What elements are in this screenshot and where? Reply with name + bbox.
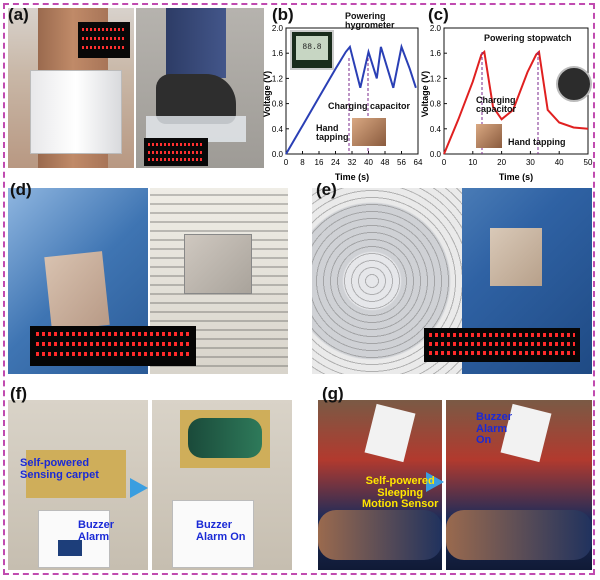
chartB-xtick-label: 48: [381, 158, 390, 167]
chartC-xtick-label: 20: [497, 158, 506, 167]
plastic-sensor: [146, 116, 246, 142]
panel-e-photo: [312, 188, 592, 374]
panel-label-e: (e): [316, 180, 337, 199]
hand-tapping-photo-c: [476, 124, 502, 148]
chart-c-tapping-label: Hand tapping: [508, 137, 566, 147]
led-array-d: [30, 326, 196, 366]
chartB-xtick-label: 0: [284, 158, 289, 167]
panel-label-g: (g): [322, 384, 344, 403]
sensor-board: [364, 403, 416, 463]
sleeping-person: [318, 510, 442, 560]
sensor-on-back: [44, 251, 110, 331]
chart-c-ylabel: Voltage (V): [420, 71, 430, 117]
panel-g-photo-left: [318, 400, 442, 570]
chartB-ytick-label: 2.0: [272, 24, 284, 33]
floor-mat: [26, 450, 126, 498]
chartC-ytick-label: 0.4: [430, 125, 442, 134]
led-array-e: [424, 328, 580, 362]
chartB-ytick-label: 1.6: [272, 49, 284, 58]
led-array-inset: [78, 22, 130, 58]
wrapped-sensor: [30, 70, 122, 154]
sensor-on-paper: [184, 234, 252, 294]
chart-b-xlabel: Time (s): [335, 172, 369, 182]
boot: [156, 74, 236, 124]
annotation-buzzer-alarm: Buzzer Alarm: [78, 519, 115, 543]
chartC-xtick-label: 0: [442, 158, 447, 167]
chartB-xtick-label: 32: [348, 158, 357, 167]
panel-label-a: (a): [8, 5, 29, 24]
chart-c-voltage-line: [443, 49, 589, 155]
chartB-xtick-label: 16: [315, 158, 324, 167]
chart-b-powering-label: Powering hygrometer: [345, 11, 395, 31]
chart-c-powering-label: Powering stopwatch: [484, 33, 572, 43]
circuit-board: [172, 500, 254, 568]
jeans-leg: [166, 8, 226, 78]
buzzer-module: [58, 540, 82, 556]
chartC-ytick-label: 0.8: [430, 100, 442, 109]
chart-b-voltage-line: [285, 43, 417, 155]
chartB-xtick-label: 8: [300, 158, 305, 167]
chartC-ytick-label: 1.2: [430, 74, 442, 83]
panel-f-photo-left: [8, 400, 148, 570]
panel-a-photo-shoe: [136, 8, 264, 168]
chart-b: 0 8 16 24 32 40 48 56 64 0.0 0.4 0.8 1.2 1.6 2.0 Volta…: [262, 24, 423, 182]
sneakers: [188, 418, 262, 458]
chartB-xtick-label: 24: [331, 158, 340, 167]
hand-tapping-photo-b: [352, 118, 386, 146]
chartC-xtick-label: 50: [584, 158, 593, 167]
chartB-xtick-label: 56: [397, 158, 406, 167]
chartC-xtick-label: 30: [526, 158, 535, 167]
chartC-xtick-label: 40: [555, 158, 564, 167]
led-array-inset: [144, 138, 208, 166]
chartC-ytick-label: 1.6: [430, 49, 442, 58]
chart-b-tapping-label: Hand tapping: [316, 123, 349, 143]
annotation-g-buzzer-alarm-on: Buzzer Alarm On: [476, 411, 513, 447]
panel-f-photo-right: [152, 400, 292, 570]
figure-frame: [3, 3, 595, 575]
chart-b-ylabel: Voltage (V): [262, 71, 272, 117]
arrow-right-icon-f: [130, 478, 148, 498]
panel-label-d: (d): [10, 180, 32, 199]
chartB-ytick-label: 0.4: [272, 125, 284, 134]
circuit-board: [38, 510, 110, 568]
annotation-sensing-carpet: Self-powered Sensing carpet: [20, 457, 99, 481]
panel-g-photo-right: [446, 400, 592, 570]
panel-label-c: (c): [428, 5, 449, 24]
chart-c-xlabel: Time (s): [499, 172, 533, 182]
chartC-xtick-label: 10: [468, 158, 477, 167]
chart-c-charging-label: Charging capacitor: [476, 95, 517, 115]
chartB-ytick-label: 0.0: [272, 150, 284, 159]
sleeping-person: [446, 510, 592, 560]
chartC-ytick-label: 0.0: [430, 150, 442, 159]
panel-label-f: (f): [10, 384, 27, 403]
hygrometer-photo: 88.8: [290, 30, 334, 70]
chartB-ytick-label: 0.8: [272, 100, 284, 109]
chartB-xtick-label: 40: [364, 158, 373, 167]
chart-c: 0 10 20 30 40 50 0.0 0.4 0.8 1.2 1.6 2.0 Voltage (V…: [420, 24, 593, 182]
annotation-sleeping-motion-sensor: Self-powered Sleeping Motion Sensor: [362, 475, 439, 511]
chartB-ytick-label: 1.2: [272, 74, 284, 83]
stopwatch-photo: [556, 66, 592, 102]
chartB-xtick-label: 64: [414, 158, 423, 167]
panel-label-b: (b): [272, 5, 294, 24]
chart-b-charging-label: Charging capacitor: [328, 101, 411, 111]
arrow-right-icon-g: [426, 472, 444, 492]
sensor-on-fan: [490, 228, 542, 286]
panel-a-photo-arm: [8, 8, 134, 168]
chartC-ytick-label: 2.0: [430, 24, 442, 33]
annotation-buzzer-alarm-on: Buzzer Alarm On: [196, 519, 246, 543]
